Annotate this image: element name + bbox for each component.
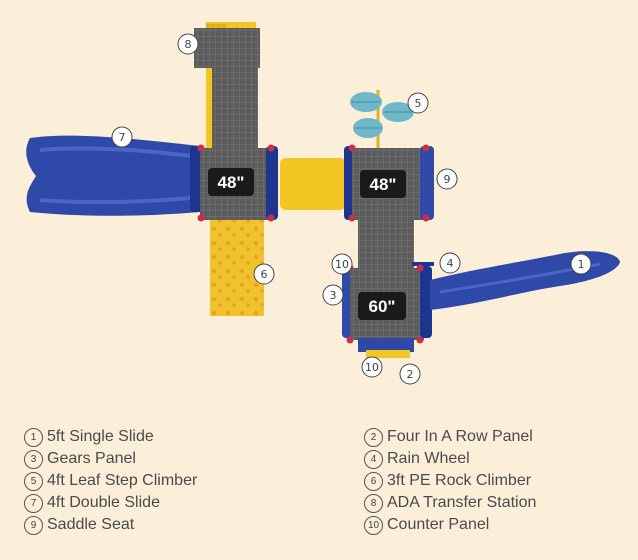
post-clamps (197, 144, 430, 344)
ada-transfer-station (194, 22, 260, 152)
deck-height-badge-right: 48" (360, 170, 406, 198)
deck-height-badge-left: 48" (208, 168, 254, 196)
callout-10-top: 10 (335, 258, 349, 271)
callout-5: 5 (415, 97, 422, 110)
legend-number: 2 (364, 428, 383, 447)
legend-label: 4ft Double Slide (47, 494, 160, 511)
legend-label: Rain Wheel (387, 450, 470, 467)
callout-6: 6 (261, 268, 268, 281)
callout-4: 4 (447, 257, 454, 270)
legend-label: 3ft PE Rock Climber (387, 472, 532, 489)
double-slide (26, 135, 202, 216)
legend-number: 9 (24, 516, 43, 535)
callout-3: 3 (330, 289, 337, 302)
callout-1: 1 (578, 258, 585, 271)
legend-number: 5 (24, 472, 43, 491)
legend-label: Four In A Row Panel (387, 428, 533, 445)
legend-number: 7 (24, 494, 43, 513)
legend-label: ADA Transfer Station (387, 494, 537, 511)
legend-number: 3 (24, 450, 43, 469)
deck-height-bottom: 60" (369, 297, 396, 316)
deck-height-badge-bottom: 60" (358, 292, 406, 320)
legend-number: 6 (364, 472, 383, 491)
rock-climber (210, 220, 264, 316)
playground-plan: 48" 48" 60" 8 7 5 9 10 4 1 6 3 10 2 (26, 22, 620, 385)
callout-8: 8 (185, 38, 192, 51)
deck-height-right: 48" (370, 175, 397, 194)
legend-label: 5ft Single Slide (47, 428, 154, 445)
connecting-ramp (358, 220, 414, 268)
callout-2: 2 (407, 368, 414, 381)
leaf-step-climber (350, 90, 414, 148)
legend-number: 8 (364, 494, 383, 513)
legend-label: 4ft Leaf Step Climber (47, 472, 198, 489)
legend-label: Counter Panel (387, 516, 490, 533)
legend-label: Gears Panel (47, 450, 136, 467)
legend-label: Saddle Seat (47, 516, 135, 533)
callout-9: 9 (444, 173, 451, 186)
callouts (111, 33, 592, 385)
legend-number: 1 (24, 428, 43, 447)
callout-10-bottom: 10 (365, 361, 379, 374)
deck-height-left: 48" (218, 173, 245, 192)
legend-number: 10 (364, 516, 383, 535)
legend-number: 4 (364, 450, 383, 469)
callout-7: 7 (119, 131, 126, 144)
tunnel-connector (280, 158, 346, 210)
